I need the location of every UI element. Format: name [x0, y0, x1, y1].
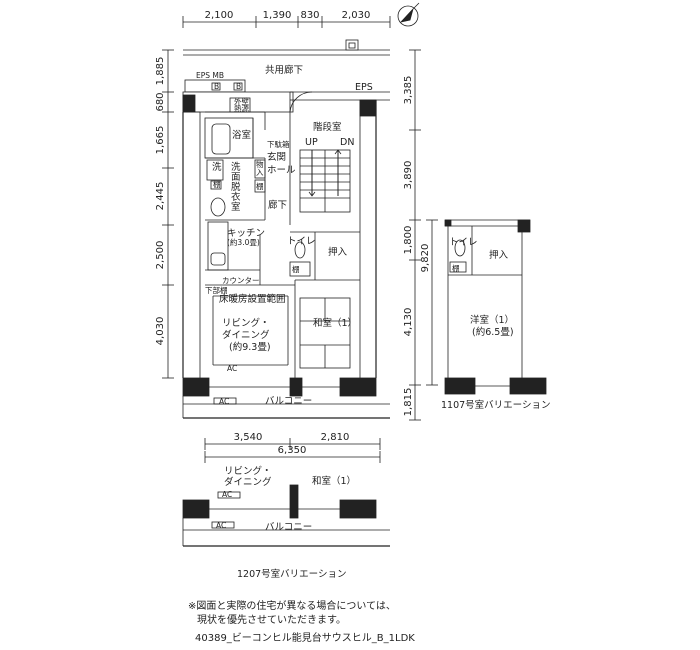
dim-left-3: 1,665: [155, 126, 166, 155]
label-outdoor-1: 外壁: [234, 96, 249, 106]
balcony-rail: [182, 396, 390, 419]
label-floor-heat: 床暖房設置範囲: [219, 293, 286, 305]
label-1207-ac-2: AC: [216, 521, 226, 530]
label-toilet-shelf: 棚: [292, 264, 300, 274]
label-living-1: リビング・: [222, 317, 270, 329]
label-1207-washitsu: 和室（1）: [312, 475, 356, 487]
label-entrance: 玄関: [267, 151, 286, 163]
dim-left-2: 680: [155, 92, 166, 111]
dim-left-5: 2,500: [155, 241, 166, 270]
label-cupboard: 下部棚: [205, 285, 228, 295]
dim-left-1: 1,885: [155, 57, 166, 86]
dim-right-5: 1,815: [403, 388, 414, 417]
label-counter: カウンター: [222, 276, 260, 285]
dim-bottom-total: 6,350: [278, 445, 307, 456]
dim-right-3: 1,800: [403, 226, 414, 255]
label-dressing-4: 衣: [231, 191, 241, 203]
label-ac-1: AC: [227, 364, 237, 373]
label-bath: 浴室: [232, 129, 251, 141]
label-hallway: 廊下: [268, 199, 287, 211]
right-dimension-line: [409, 49, 438, 421]
label-dressing-1: 洗: [231, 161, 241, 173]
label-1107-size: (約6.5畳): [472, 326, 514, 338]
label-kitchen-size: (約3.0畳): [227, 237, 260, 247]
common-corridor: [183, 39, 390, 56]
label-meter-1: B: [214, 82, 219, 91]
label-storage-1: 物: [256, 159, 264, 169]
label-living-size: (約9.3畳): [229, 341, 271, 353]
label-1207-living-2: ダイニング: [224, 476, 272, 488]
label-stairs: 階段室: [313, 121, 342, 133]
label-dressing-5: 室: [231, 201, 241, 213]
stair-well: [299, 149, 351, 213]
dim-right-1: 3,385: [403, 76, 414, 105]
label-up: UP: [305, 137, 318, 148]
disclaimer-line-1: ※図面と実際の住宅が異なる場合については、: [188, 601, 396, 612]
dim-left-4: 2,445: [155, 182, 166, 211]
label-1107-closet: 押入: [489, 249, 509, 261]
label-wash-1: 洗: [212, 161, 222, 173]
caption-1107: 1107号室バリエーション: [441, 399, 551, 411]
label-1107-room: 洋室（1）: [470, 314, 514, 326]
file-label: 40389_ビーコンヒル能見台サウスヒル_B_1LDK: [195, 633, 415, 644]
label-eps-mb: EPS MB: [196, 71, 224, 80]
dim-top-2: 1,390: [263, 10, 292, 21]
label-toilet: トイレ: [287, 236, 316, 247]
dim-bottom-1: 3,540: [234, 432, 263, 443]
label-washitsu: 和室（1）: [313, 317, 357, 329]
label-eps: EPS: [355, 82, 373, 93]
label-1207-living-1: リビング・: [224, 465, 272, 477]
variation-1207-plan: [182, 484, 390, 547]
label-storage-2: 入: [256, 168, 264, 177]
dim-left-6: 4,030: [155, 317, 166, 346]
dim-right-4: 4,130: [403, 308, 414, 337]
dim-right-2: 3,890: [403, 161, 414, 190]
label-outdoor-2: 熱源: [234, 103, 249, 113]
dim-top-1: 2,100: [205, 10, 234, 21]
label-meter-2: B: [236, 82, 241, 91]
label-living-2: ダイニング: [222, 329, 270, 341]
label-shelf: 棚: [256, 181, 264, 191]
label-1207-balcony: バルコニー: [265, 522, 312, 533]
label-wash-shelf: 棚: [213, 179, 221, 189]
label-corridor: 共用廊下: [265, 64, 303, 76]
label-shoe-box: 下駄箱: [267, 139, 290, 149]
variation-1107-plan: [444, 219, 547, 395]
label-balcony: バルコニー: [265, 396, 312, 407]
bottom-dimension-line: [204, 438, 381, 463]
label-1107-toilet: トイレ: [449, 237, 478, 248]
dim-top-3: 830: [300, 10, 319, 21]
unit-walls: [182, 91, 390, 397]
dim-top-4: 2,030: [342, 10, 371, 21]
caption-1207: 1207号室バリエーション: [237, 568, 347, 580]
left-dimension-line: [162, 49, 174, 379]
top-dimension-line: [182, 16, 391, 28]
label-dressing-2: 面: [231, 172, 241, 183]
dim-right-total: 9,820: [420, 244, 431, 273]
label-ac-2: AC: [219, 397, 229, 406]
north-arrow-icon: [397, 2, 420, 27]
disclaimer-line-2: 現状を優先させていただきます。: [197, 615, 346, 626]
label-1107-shelf: 棚: [452, 263, 460, 273]
label-hall: ホール: [267, 165, 296, 176]
interior-partitions: [204, 91, 360, 378]
label-dressing-3: 脱: [231, 181, 241, 193]
label-kitchen: キッチン: [227, 228, 265, 239]
dim-bottom-2: 2,810: [321, 432, 350, 443]
label-dn: DN: [340, 137, 354, 148]
label-1207-ac-1: AC: [222, 490, 232, 499]
label-closet: 押入: [328, 246, 348, 258]
